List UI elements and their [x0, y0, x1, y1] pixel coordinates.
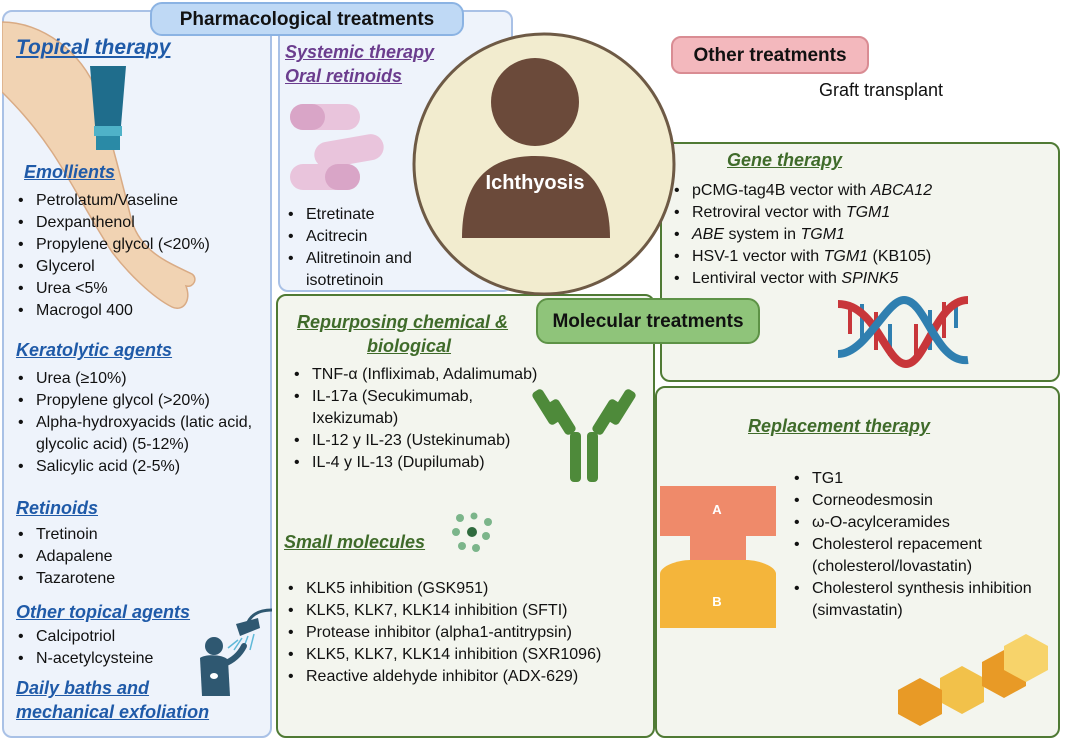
- list-item: Tazarotene: [12, 568, 252, 590]
- list-item: Tretinoin: [12, 524, 252, 546]
- puzzle-a-label: A: [712, 502, 722, 517]
- pills-icon: [290, 104, 384, 190]
- list-item: Propylene glycol (<20%): [12, 234, 267, 256]
- keratolytic-list: Urea (≥10%) Propylene glycol (>20%) Alph…: [12, 368, 270, 478]
- shower-icon: [200, 608, 273, 696]
- oral-retinoids-heading: Oral retinoids: [285, 66, 403, 86]
- other-topical-heading: Other topical agents: [16, 602, 191, 622]
- list-item: Petrolatum/Vaseline: [12, 190, 267, 212]
- puzzle-b-label: B: [712, 594, 722, 609]
- replacement-therapy-heading: Replacement therapy: [748, 416, 931, 436]
- list-item: ω-O-acylceramides: [788, 512, 1058, 534]
- list-item: Cholesterol synthesis inhibition (simvas…: [788, 578, 1058, 622]
- emollients-heading: Emollients: [24, 162, 116, 182]
- replacement-therapy-list: TG1 Corneodesmosin ω-O-acylceramides Cho…: [788, 468, 1058, 622]
- list-item: Lentiviral vector with SPINK5: [668, 268, 1058, 290]
- graft-transplant-text: Graft transplant: [819, 80, 944, 100]
- ichthyosis-center-circle: [412, 32, 676, 296]
- retinoids-list: Tretinoin Adapalene Tazarotene: [12, 524, 252, 590]
- list-item: ABE system in TGM1: [668, 224, 1058, 246]
- honeycomb-icon: [898, 634, 1048, 726]
- emollients-list: Petrolatum/Vaseline Dexpanthenol Propyle…: [12, 190, 267, 322]
- list-item: IL-12 y IL-23 (Ustekinumab): [288, 430, 558, 452]
- repurposing-heading-line2: biological: [367, 336, 452, 356]
- ichthyosis-label: Ichthyosis: [485, 172, 585, 194]
- list-item: KLK5, KLK7, KLK14 inhibition (SXR1096): [282, 644, 657, 666]
- list-item: Corneodesmosin: [788, 490, 1058, 512]
- list-item: Glycerol: [12, 256, 267, 278]
- list-item: IL-17a (Secukimumab, Ixekizumab): [288, 386, 558, 430]
- list-item: Urea (≥10%): [12, 368, 270, 390]
- repurposing-heading-line1: Repurposing chemical &: [297, 312, 509, 332]
- list-item: Calcipotriol: [12, 626, 212, 648]
- list-item: pCMG-tag4B vector with ABCA12: [668, 180, 1058, 202]
- pharmacological-treatments-title: Pharmacological treatments: [150, 2, 464, 36]
- list-item: HSV-1 vector with TGM1 (KB105): [668, 246, 1058, 268]
- list-item: Protease inhibitor (alpha1-antitrypsin): [282, 622, 657, 644]
- list-item: N-acetylcysteine: [12, 648, 212, 670]
- list-item: Dexpanthenol: [12, 212, 267, 234]
- list-item: Etretinate: [282, 204, 492, 226]
- list-item: Urea <5%: [12, 278, 267, 300]
- other-treatments-title: Other treatments: [671, 36, 869, 74]
- list-item: Adapalene: [12, 546, 252, 568]
- small-molecules-list: KLK5 inhibition (GSK951) KLK5, KLK7, KLK…: [282, 578, 657, 688]
- daily-baths-heading-line1: Daily baths and: [16, 678, 150, 698]
- oral-retinoids-list: Etretinate Acitrecin Alitretinoin and is…: [282, 204, 492, 292]
- repurposing-list: TNF-α (Infliximab, Adalimumab) IL-17a (S…: [288, 364, 558, 474]
- other-topical-list: Calcipotriol N-acetylcysteine: [12, 626, 212, 670]
- topical-therapy-heading: Topical therapy: [16, 36, 171, 59]
- small-molecules-icon: [452, 512, 492, 552]
- list-item: Reactive aldehyde inhibitor (ADX-629): [282, 666, 657, 688]
- list-item: Propylene glycol (>20%): [12, 390, 270, 412]
- list-item: Retroviral vector with TGM1: [668, 202, 1058, 224]
- molecular-treatments-title: Molecular treatments: [536, 298, 760, 344]
- cream-tube-icon: [90, 66, 126, 150]
- retinoids-heading: Retinoids: [16, 498, 99, 518]
- list-item: TNF-α (Infliximab, Adalimumab): [288, 364, 558, 386]
- gene-therapy-list: pCMG-tag4B vector with ABCA12 Retroviral…: [668, 180, 1058, 290]
- list-item: Alitretinoin and isotretinoin: [282, 248, 492, 292]
- list-item: Alpha-hydroxyacids (latic acid, glycolic…: [12, 412, 270, 456]
- list-item: KLK5 inhibition (GSK951): [282, 578, 657, 600]
- gene-therapy-heading: Gene therapy: [727, 150, 843, 170]
- small-molecules-heading: Small molecules: [284, 532, 426, 552]
- daily-baths-heading-line2: mechanical exfoliation: [16, 702, 210, 722]
- antibody-icon: [532, 389, 636, 482]
- list-item: Macrogol 400: [12, 300, 267, 322]
- systemic-therapy-heading: Systemic therapy: [285, 42, 435, 62]
- list-item: Acitrecin: [282, 226, 492, 248]
- dna-icon: [837, 295, 969, 369]
- list-item: Salicylic acid (2-5%): [12, 456, 270, 478]
- puzzle-ab-icon: [660, 486, 776, 628]
- keratolytic-heading: Keratolytic agents: [16, 340, 173, 360]
- list-item: Cholesterol repacement (cholesterol/lova…: [788, 534, 1058, 578]
- list-item: TG1: [788, 468, 1058, 490]
- list-item: KLK5, KLK7, KLK14 inhibition (SFTI): [282, 600, 657, 622]
- list-item: IL-4 y IL-13 (Dupilumab): [288, 452, 558, 474]
